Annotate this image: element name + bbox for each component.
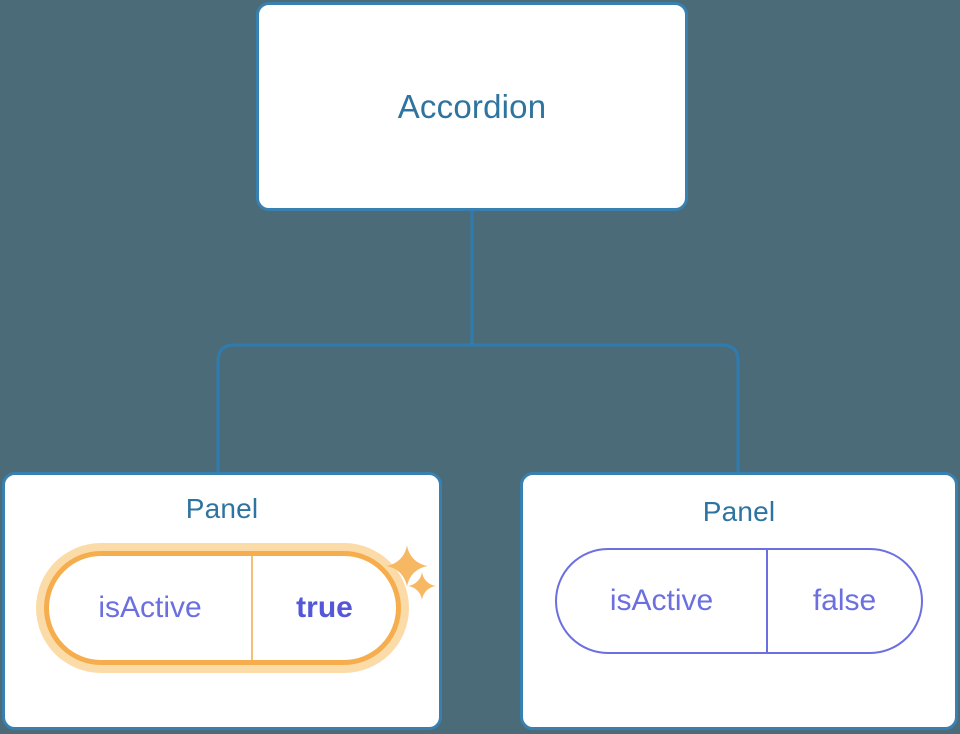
node-panel-left-header: Panel: [186, 475, 259, 543]
connector-bus-to-left-child: [216, 343, 472, 472]
node-panel-left-props: isActive true: [44, 551, 401, 665]
node-panel-right-header: Panel: [703, 475, 776, 548]
prop-key-isactive: isActive: [49, 556, 253, 660]
node-panel-right-props: isActive false: [555, 548, 923, 654]
prop-pill-isactive-true[interactable]: isActive true: [44, 551, 401, 665]
node-accordion[interactable]: Accordion: [256, 2, 688, 211]
prop-key-isactive: isActive: [557, 550, 768, 652]
node-panel-left-title: Panel: [185, 493, 259, 524]
connector-bus-to-right-child: [472, 343, 740, 472]
node-panel-right[interactable]: Panel isActive false: [520, 472, 958, 730]
prop-pill-isactive-false[interactable]: isActive false: [555, 548, 923, 654]
node-accordion-title: Accordion: [397, 88, 547, 125]
prop-value-false: false: [812, 584, 877, 617]
node-panel-right-title: Panel: [702, 495, 776, 527]
node-panel-left[interactable]: Panel isActive true: [2, 472, 442, 730]
prop-value-true: true: [296, 591, 353, 624]
